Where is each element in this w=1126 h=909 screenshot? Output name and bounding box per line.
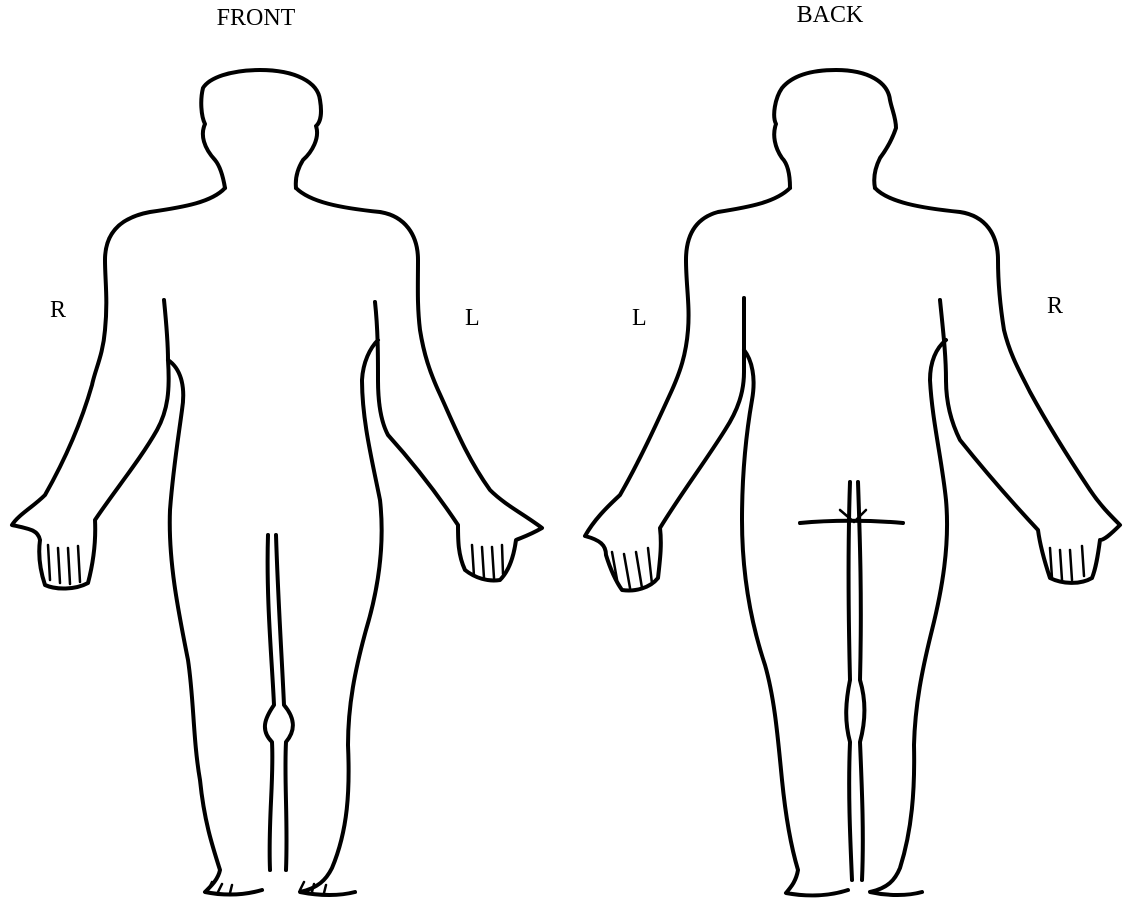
front-left-fingers (472, 545, 503, 578)
back-left-arm-outline (585, 188, 790, 591)
front-right-torso-leg-outline (168, 360, 262, 894)
back-right-fingers (1050, 546, 1084, 580)
front-right-fingers (48, 545, 80, 584)
back-body-figure (585, 70, 1120, 895)
back-inner-leg-outline (846, 482, 864, 880)
front-body-figure (12, 70, 542, 895)
back-left-fingers (612, 548, 652, 588)
back-right-torso-leg-outline (870, 340, 947, 895)
front-head-outline (201, 70, 321, 188)
front-right-arm-outline (12, 188, 225, 589)
front-left-arm-outline (296, 188, 542, 581)
back-left-torso-leg-outline (742, 350, 848, 895)
front-inner-leg-outline (265, 535, 293, 870)
back-head-outline (774, 70, 896, 188)
back-right-arm-outline (875, 188, 1120, 583)
front-left-torso-leg-outline (300, 340, 382, 895)
